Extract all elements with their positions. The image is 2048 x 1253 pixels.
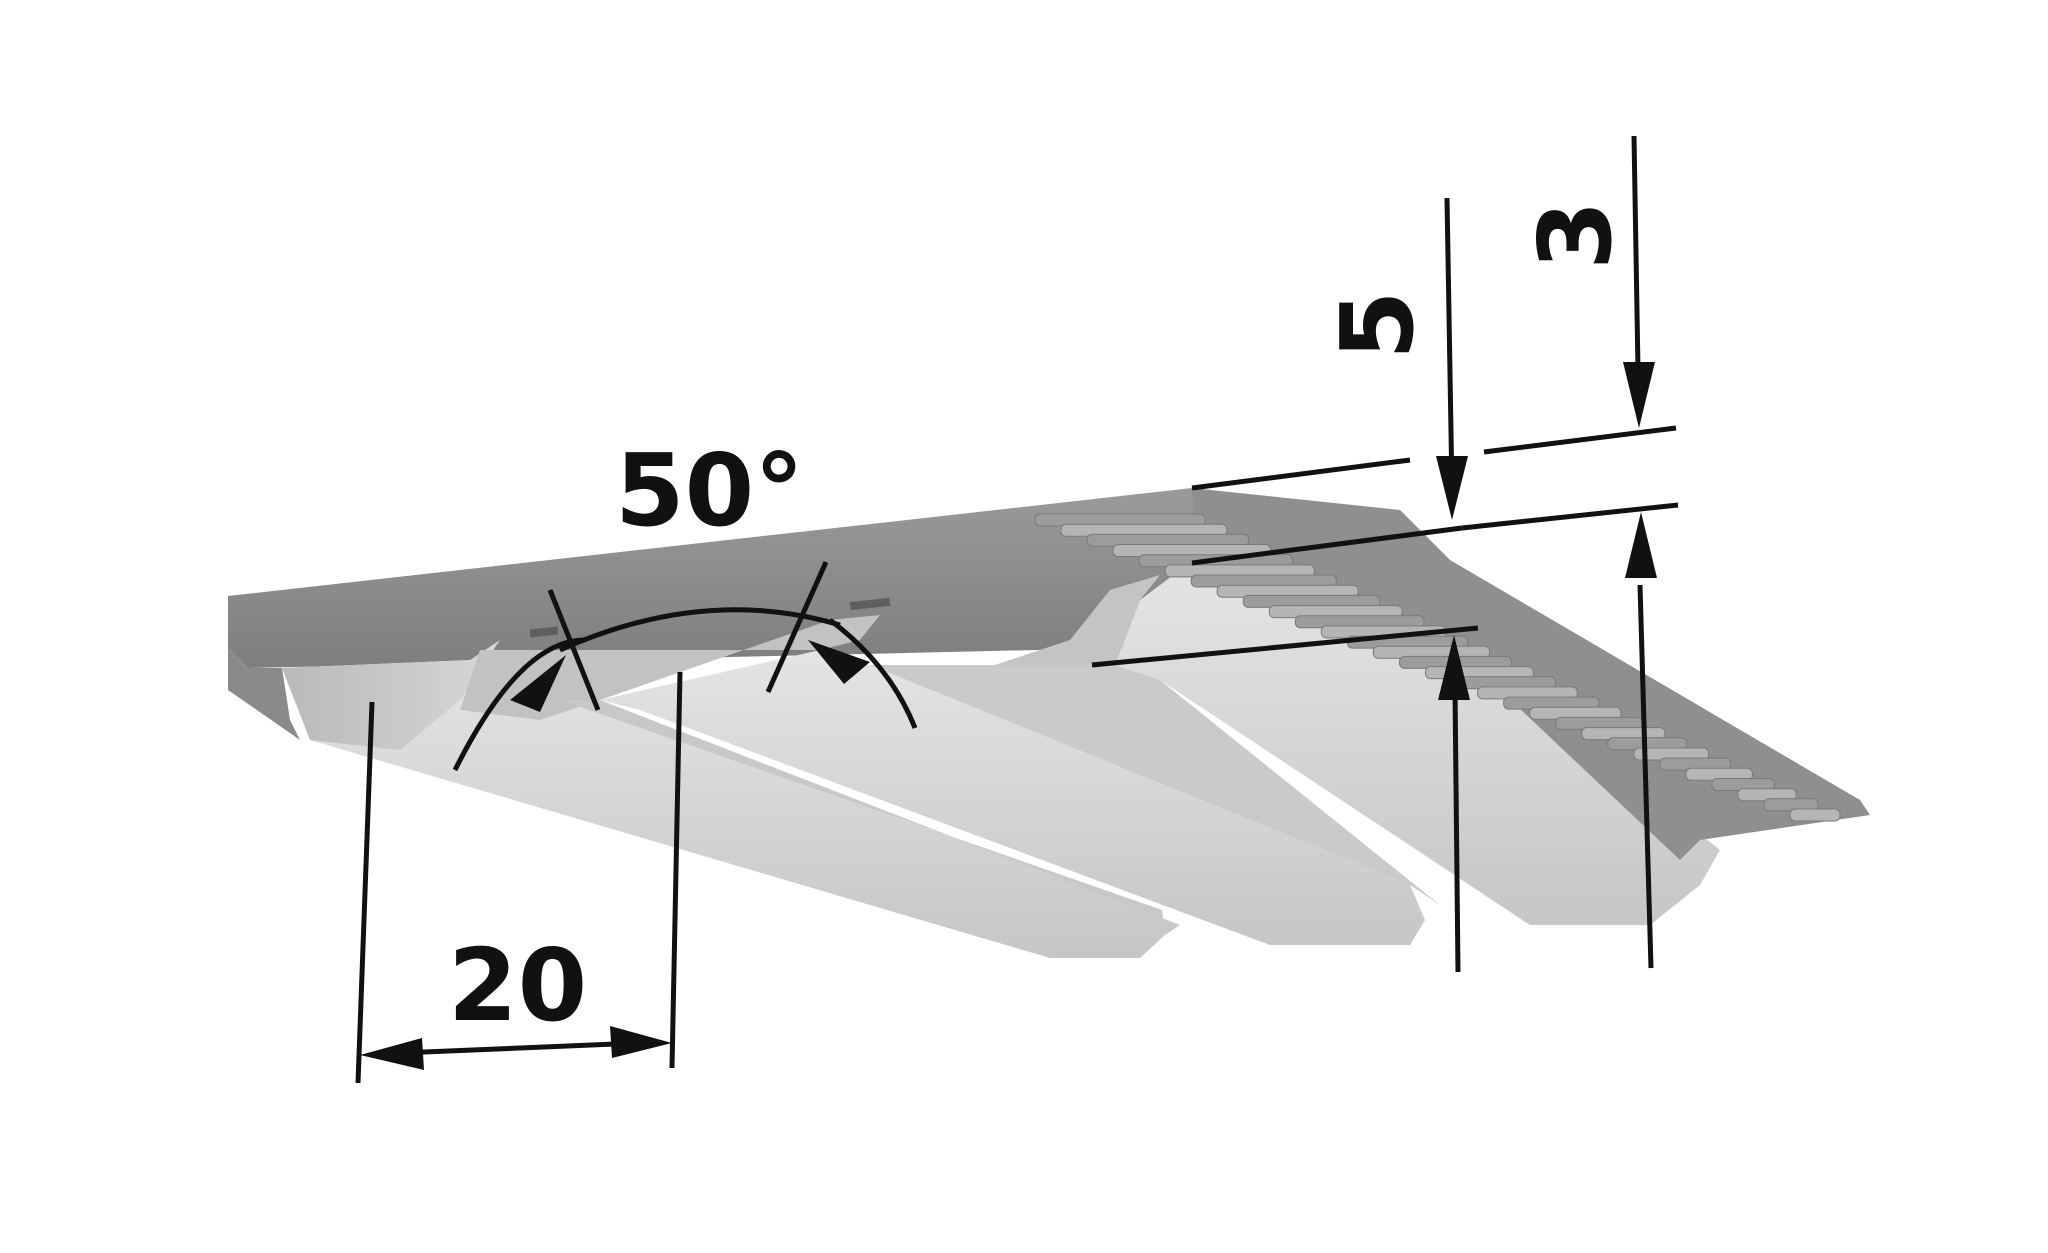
height-dimension-line-upper [1444, 197, 1455, 491]
pitch-label: 20 [448, 927, 587, 1044]
angle-arc-right [828, 618, 918, 729]
tooth-extension-top [1483, 425, 1677, 455]
tooth-extension-bottom [1461, 502, 1679, 531]
tooth-dimension-line-upper [1631, 135, 1641, 371]
tooth-arrow-top [1623, 362, 1655, 428]
dimension-pitch: 20 [355, 671, 683, 1084]
height-dimension-line-lower [1452, 689, 1461, 973]
angle-arrow-left [510, 655, 566, 712]
angle-arc-top [558, 607, 841, 653]
angle-extension-right [765, 560, 829, 694]
belt-tooth-1 [282, 660, 1165, 958]
belt-tooth-3-flank [950, 575, 1160, 680]
belt-body [228, 488, 1720, 958]
pitch-extension-right [669, 671, 683, 1069]
dimension-total-height: 5 [1091, 197, 1479, 973]
dimension-tooth-height: 3 [1461, 135, 1679, 969]
belt-marker-left [529, 626, 559, 638]
dimension-angle: 50° [452, 432, 918, 772]
belt-groove-2 [870, 665, 1440, 905]
angle-label: 50° [615, 432, 804, 549]
belt-front-edge [228, 648, 300, 740]
cord-rib [1789, 808, 1841, 822]
pitch-arrow-left [360, 1038, 424, 1070]
height-arrow-top [1436, 456, 1468, 520]
total-height-label: 5 [1319, 290, 1436, 360]
height-extension-bottom [1091, 625, 1479, 668]
pitch-dimension-line [399, 1040, 641, 1056]
belt-tooth-1-flank [282, 640, 500, 750]
angle-arc [452, 637, 586, 772]
tooth-height-label: 3 [1517, 200, 1634, 270]
belt-tooth-2-flank [460, 615, 880, 720]
height-extension-top [1191, 457, 1411, 491]
height-extension-mid [1191, 525, 1463, 566]
tooth-dimension-line-lower [1637, 584, 1654, 969]
height-arrow-bottom [1438, 635, 1470, 700]
pitch-extension-left [355, 701, 375, 1084]
angle-arrow-right [808, 640, 870, 684]
belt-tooth-3 [1115, 570, 1720, 925]
belt-marker-right [849, 597, 891, 611]
tooth-arrow-bottom [1625, 512, 1657, 578]
belt-tooth-2 [600, 650, 1425, 945]
pitch-arrow-right [610, 1026, 672, 1058]
angle-extension-left [547, 589, 601, 711]
